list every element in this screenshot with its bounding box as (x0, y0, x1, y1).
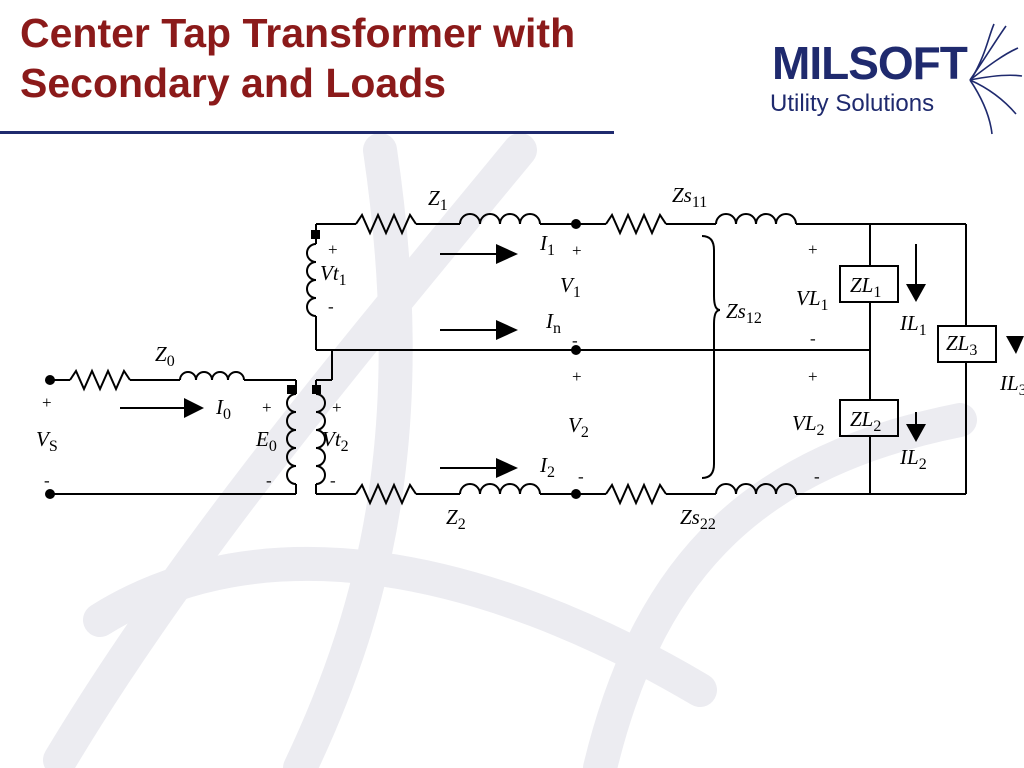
label-il3: IL3 (999, 371, 1024, 399)
label-i1: I1 (539, 231, 555, 259)
sign-vl2-minus: - (814, 467, 820, 486)
label-vl1: VL1 (796, 286, 829, 314)
slide-title: Center Tap Transformer with Secondary an… (20, 8, 575, 108)
sign-vl1-minus: - (810, 329, 816, 348)
label-vl2: VL2 (792, 411, 825, 439)
label-vt1: Vt1 (320, 261, 347, 289)
title-line-2: Secondary and Loads (20, 60, 447, 106)
label-zs12: Zs12 (726, 299, 762, 327)
sign-vs-plus: + (42, 393, 52, 412)
sign-vt2-minus: - (330, 471, 336, 490)
sign-vl2-plus: + (808, 367, 818, 386)
label-i2: I2 (539, 453, 555, 481)
label-e0: E0 (255, 427, 277, 455)
sign-vt1-minus: - (328, 297, 334, 316)
label-v2: V2 (568, 413, 589, 441)
milsoft-logo: MILSOFT Utility Solutions (768, 20, 1024, 140)
sign-vs-minus: - (44, 471, 50, 490)
sign-e0-plus: + (262, 398, 272, 417)
sign-vl1-plus: + (808, 240, 818, 259)
label-il1: IL1 (899, 311, 927, 339)
logo-swirl-icon (969, 23, 1023, 135)
label-vt2: Vt2 (322, 427, 349, 455)
label-z0: Z0 (155, 342, 175, 370)
label-zl1: ZL1 (850, 273, 881, 301)
title-line-1: Center Tap Transformer with (20, 10, 576, 56)
label-z1: Z1 (428, 186, 448, 214)
label-i0: I0 (215, 395, 231, 423)
label-zl2: ZL2 (850, 407, 881, 435)
sign-e0-minus: - (266, 471, 272, 490)
sign-vt1-plus: + (328, 240, 338, 259)
logo-subtitle: Utility Solutions (770, 90, 935, 117)
label-v1: V1 (560, 273, 581, 301)
label-zl3: ZL3 (946, 331, 977, 359)
title-underline (0, 131, 614, 134)
logo-wordmark: MILSOFT (772, 37, 968, 89)
label-zs22: Zs22 (680, 505, 716, 533)
label-z2: Z2 (446, 505, 466, 533)
sign-v2-minus: - (578, 467, 584, 486)
label-in: In (545, 309, 561, 337)
sign-vt2-plus: + (332, 398, 342, 417)
sign-v2-plus: + (572, 367, 582, 386)
label-zs11: Zs11 (672, 183, 707, 211)
sign-v1-plus: + (572, 241, 582, 260)
label-il2: IL2 (899, 445, 927, 473)
sign-v1-minus: - (572, 331, 578, 350)
label-vs: VS (36, 427, 58, 455)
